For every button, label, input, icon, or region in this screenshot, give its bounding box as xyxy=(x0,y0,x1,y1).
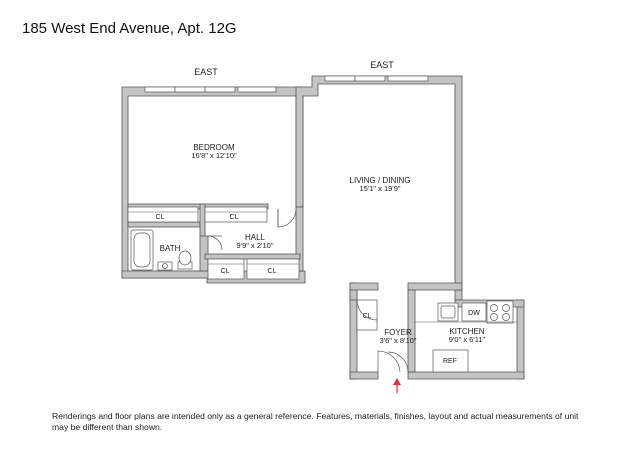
closet-label: CL xyxy=(363,313,372,320)
living-name: LIVING / DINING xyxy=(350,176,411,185)
stove xyxy=(486,300,514,324)
doors xyxy=(207,208,409,373)
toilet xyxy=(177,250,193,270)
closet-label: CL xyxy=(230,214,239,221)
hall-closet-lower-right: CL xyxy=(246,258,300,280)
kitchen-dims: 9'0" x 6'11" xyxy=(449,335,486,344)
bathtub xyxy=(130,229,154,271)
windows xyxy=(144,75,429,93)
hall-name: HALL xyxy=(245,233,266,242)
hall-closet-lower-left: CL xyxy=(207,258,245,280)
closet-label: CL xyxy=(221,268,230,275)
dishwasher: DW xyxy=(461,302,487,322)
foyer-dims: 3'6" x 8'10" xyxy=(380,336,417,345)
east-label-right: EAST xyxy=(370,60,394,70)
svg-text:REF: REF xyxy=(443,358,457,365)
bath-name: BATH xyxy=(160,244,181,253)
interior-walls xyxy=(127,203,416,373)
east-label-left: EAST xyxy=(194,67,218,77)
disclaimer-text: Renderings and floor plans are intended … xyxy=(52,411,579,432)
bedroom-closet: CL xyxy=(127,206,199,223)
entry-arrow-icon xyxy=(393,378,401,393)
foyer-name: FOYER xyxy=(384,328,412,337)
closet-label: CL xyxy=(268,268,277,275)
living-dims: 15'1" x 19'9" xyxy=(359,184,400,193)
hall-dims: 9'9" x 2'10" xyxy=(237,241,274,250)
closet-label: CL xyxy=(156,214,165,221)
foyer-closet: CL xyxy=(356,299,378,331)
hall-closet-upper: CL xyxy=(204,206,268,223)
bedroom-dims: 16'8" x 12'10" xyxy=(191,151,237,160)
svg-text:DW: DW xyxy=(468,310,480,317)
kitchen-sink xyxy=(437,302,459,322)
refrigerator: REF xyxy=(432,349,469,373)
listing-title: 185 West End Avenue, Apt. 12G xyxy=(22,20,237,37)
kitchen-name: KITCHEN xyxy=(449,327,484,336)
bedroom-name: BEDROOM xyxy=(193,143,235,152)
bath-sink xyxy=(157,261,173,271)
